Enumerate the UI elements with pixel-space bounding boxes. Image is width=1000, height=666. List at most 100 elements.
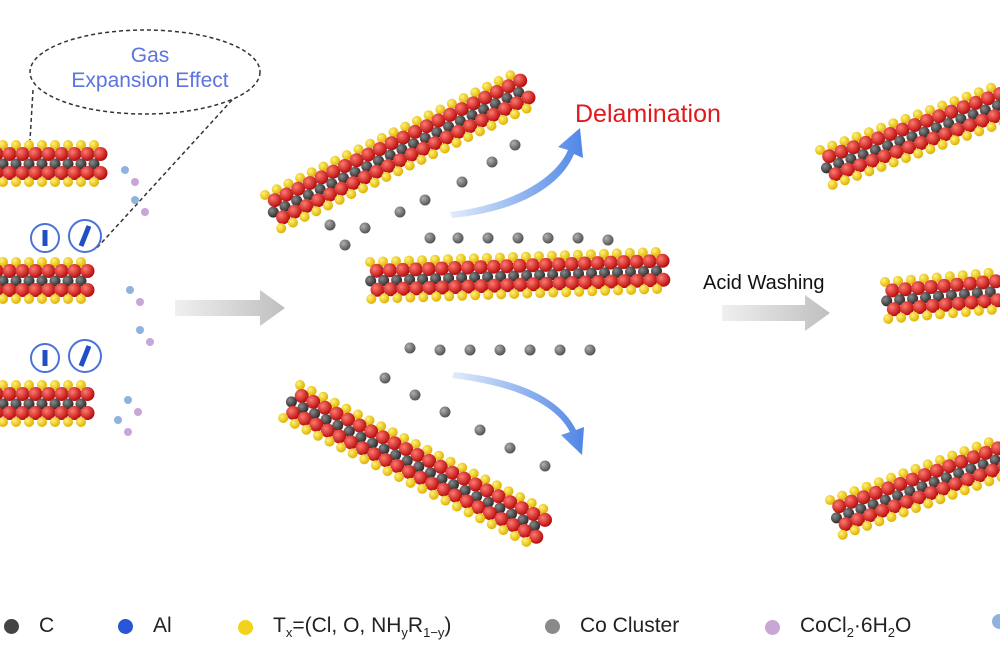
surface-atom [375, 430, 390, 445]
termination-atom [960, 307, 971, 318]
termination-atom [444, 291, 455, 302]
termination-atom [973, 305, 984, 316]
carbon-atom [892, 490, 904, 502]
termination-atom [417, 255, 427, 266]
carbon-atom [302, 189, 314, 201]
termination-atom [509, 531, 520, 541]
legend-item-co: Co Cluster [545, 614, 679, 638]
carbon-atom [88, 158, 100, 170]
termination-atom [37, 380, 47, 390]
termination-atom [50, 417, 60, 427]
linker-atom [146, 338, 154, 346]
termination-atom [883, 313, 894, 324]
surface-atom [480, 483, 494, 498]
termination-atom [306, 167, 317, 178]
surface-atom [907, 118, 922, 133]
co-cluster-atom [482, 232, 494, 244]
termination-atom [548, 287, 559, 298]
carbon-atom [373, 155, 384, 167]
linker-atom [124, 396, 132, 404]
termination-atom [405, 477, 416, 488]
termination-atom [365, 257, 375, 267]
carbon-atom [36, 158, 48, 170]
carbon-atom [417, 273, 429, 285]
termination-atom [37, 417, 47, 427]
surface-atom [551, 257, 566, 272]
carbon-atom [979, 104, 991, 116]
surface-atom [54, 264, 69, 278]
surface-atom [919, 113, 934, 128]
termination-atom [370, 460, 381, 471]
surface-atom [895, 122, 910, 137]
termination-atom [11, 140, 21, 150]
termination-atom [520, 251, 531, 262]
surface-atom [656, 272, 671, 287]
surface-atom [395, 262, 410, 277]
surface-atom [443, 107, 458, 122]
termination-atom [11, 380, 21, 390]
surface-atom [67, 147, 82, 161]
carbon-atom [955, 113, 967, 125]
surface-atom [473, 260, 488, 275]
carbon-atom [314, 183, 326, 195]
termination-atom [624, 247, 635, 258]
termination-atom [947, 489, 958, 500]
termination-atom [318, 161, 329, 172]
surface-atom [565, 276, 580, 290]
termination-atom [837, 529, 848, 540]
flake-right-top [815, 82, 1000, 190]
termination-atom [888, 118, 899, 129]
termination-atom [909, 311, 920, 322]
surface-atom [369, 263, 384, 278]
termination-atom [874, 516, 885, 527]
termination-atom [405, 292, 416, 303]
surface-atom [267, 193, 282, 208]
surface-atom [538, 257, 553, 272]
surface-atom [302, 176, 317, 191]
termination-atom [0, 177, 8, 187]
surface-atom [526, 277, 541, 292]
carbon-atom [482, 271, 494, 283]
surface-atom [643, 273, 658, 288]
carbon-atom [625, 266, 636, 278]
termination-atom [24, 294, 34, 304]
carbon-atom [821, 162, 832, 174]
termination-atom [515, 492, 526, 503]
termination-atom [411, 115, 422, 126]
surface-atom [399, 442, 413, 457]
termination-atom [468, 253, 479, 264]
surface-atom [372, 142, 387, 156]
carbon-atom [361, 161, 373, 172]
co-cluster-atom [554, 344, 566, 356]
carbon-atom [882, 140, 894, 152]
carbon-atom [894, 294, 906, 306]
termination-atom [76, 294, 86, 304]
surface-atom [306, 394, 321, 409]
termination-atom [76, 380, 86, 390]
linker-atom [114, 416, 122, 424]
carbon-atom [23, 275, 35, 287]
termination-atom [509, 109, 520, 120]
surface-atom [513, 277, 528, 292]
surface-atom [963, 276, 977, 291]
termination-atom [521, 536, 532, 547]
termination-atom [418, 292, 429, 303]
termination-atom [76, 417, 86, 427]
surface-atom [642, 254, 657, 269]
co-cluster-atom [494, 344, 506, 356]
surface-atom [80, 264, 95, 278]
termination-atom [934, 455, 945, 465]
co-cluster-atom [439, 406, 451, 418]
surface-atom [509, 96, 524, 111]
process-arrow-1 [175, 290, 285, 326]
surface-atom [15, 147, 30, 161]
surface-atom [2, 387, 17, 401]
surface-atom [0, 264, 4, 278]
termination-atom [63, 380, 73, 390]
carbon-atom [967, 109, 979, 120]
termination-atom [970, 269, 981, 280]
termination-atom [486, 519, 497, 530]
surface-atom [489, 85, 504, 99]
termination-atom [457, 462, 468, 473]
surface-atom [2, 147, 17, 161]
